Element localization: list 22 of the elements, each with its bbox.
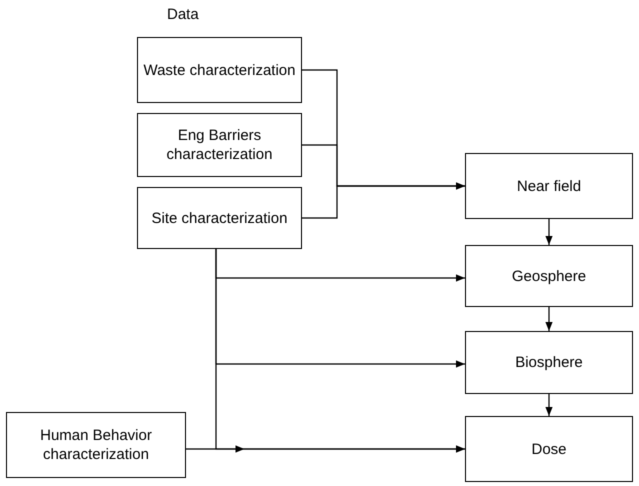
arrow xyxy=(545,394,553,416)
arrow xyxy=(302,182,465,219)
process-box xyxy=(465,153,633,219)
process-box xyxy=(137,37,302,103)
process-box xyxy=(465,416,633,482)
arrow xyxy=(545,219,553,245)
box-label: Waste characterization xyxy=(143,60,296,80)
box-label: Human Behavior characterization xyxy=(39,426,153,464)
box-label: Biosphere xyxy=(515,353,583,372)
box-label: Geosphere xyxy=(512,266,586,286)
process-box xyxy=(6,412,186,478)
box-label: Eng Barriers characterization xyxy=(166,126,274,164)
process-box xyxy=(137,187,302,249)
box-label: Near field xyxy=(516,176,582,196)
arrow xyxy=(186,445,465,453)
box-label: Dose xyxy=(531,440,567,458)
box-label: Site characterization xyxy=(152,208,288,228)
arrow xyxy=(545,307,553,331)
process-box xyxy=(465,245,633,307)
column-heading: Data xyxy=(167,6,199,23)
process-box xyxy=(465,331,633,394)
process-box xyxy=(137,113,302,177)
